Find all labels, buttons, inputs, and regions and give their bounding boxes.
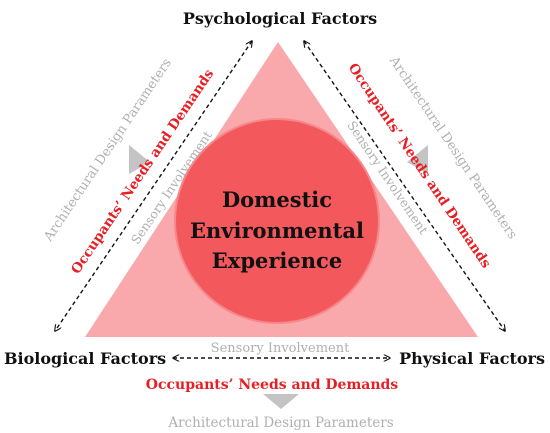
left-gray-arrow: [129, 145, 150, 174]
bottom-needs-label: Occupants’ Needs and Demands: [146, 377, 399, 393]
right-gray-arrow: [407, 145, 428, 174]
bottom-architectural-label: Architectural Design Parameters: [167, 415, 393, 431]
left-dashed-arrow: [55, 41, 252, 331]
bottom-gray-arrow: [263, 394, 299, 409]
center-title-line-3: Experience: [212, 248, 342, 273]
node-psychological-factors: Psychological Factors: [183, 9, 377, 28]
node-biological-factors: Biological Factors: [4, 349, 166, 368]
node-physical-factors: Physical Factors: [399, 349, 545, 368]
center-title-line-1: Domestic: [222, 187, 332, 212]
center-title-line-2: Environmental: [190, 218, 364, 243]
right-dashed-arrow: [304, 41, 505, 331]
bottom-sensory-label: Sensory Involvement: [211, 341, 350, 356]
